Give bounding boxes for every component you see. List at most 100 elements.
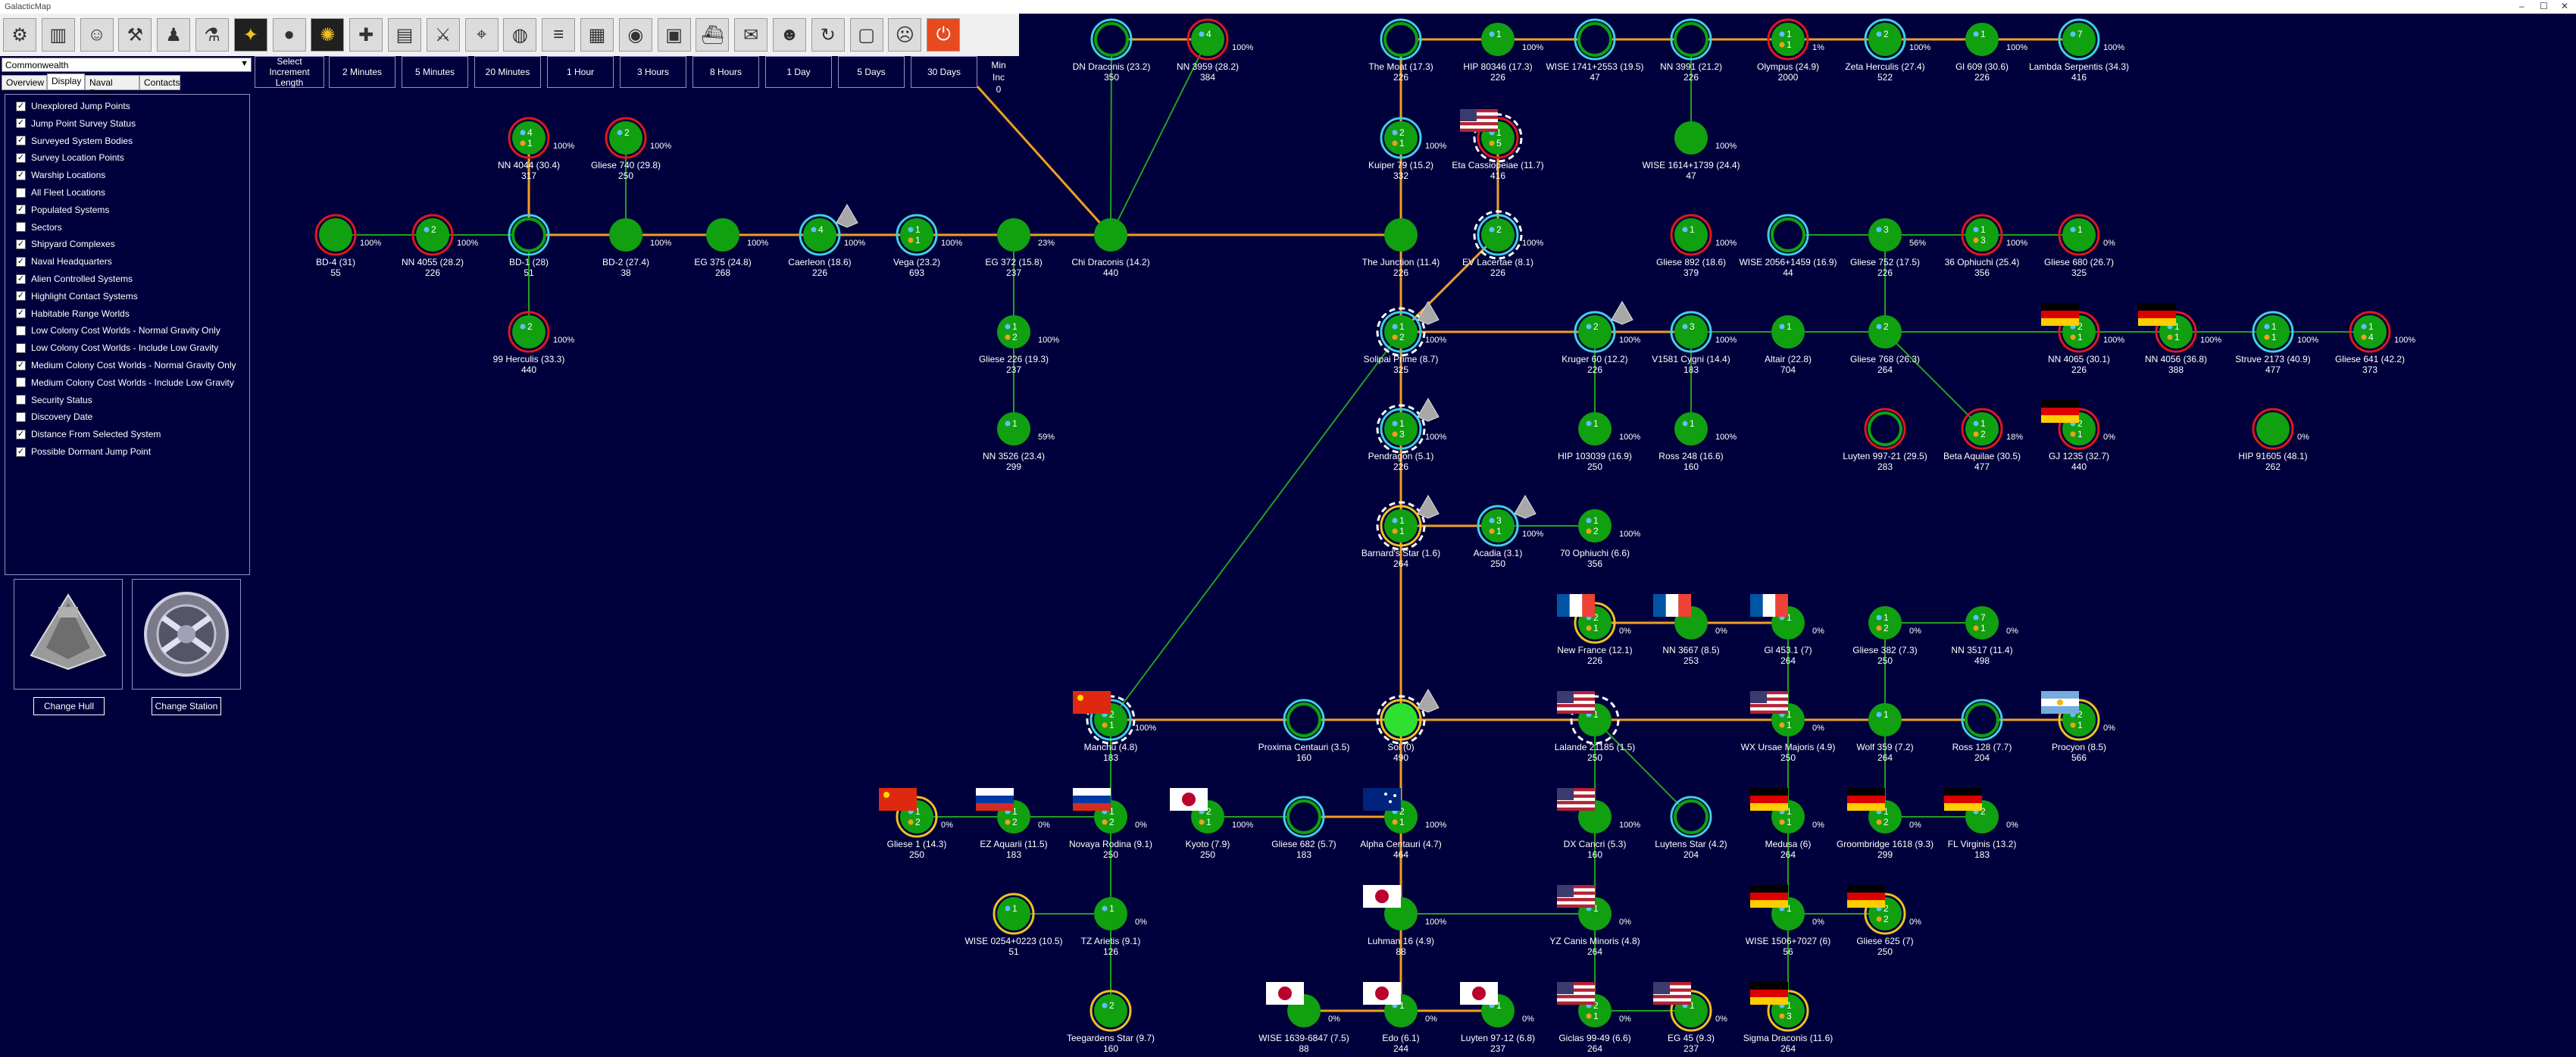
checkbox[interactable]: ✓	[16, 446, 26, 457]
increment-button[interactable]: 5 Days	[838, 56, 905, 88]
checkbox[interactable]: ✓	[16, 308, 26, 319]
events-icon[interactable]: ✉	[734, 18, 768, 52]
missile-icon[interactable]: ✦	[233, 18, 267, 52]
checkbox[interactable]	[16, 395, 26, 405]
increment-button[interactable]: 3 Hours	[620, 56, 686, 88]
checkbox[interactable]: ✓	[16, 429, 26, 439]
system-wise1614[interactable]: 100%WISE 1614+1739 (24.4)47	[1642, 121, 1740, 181]
checkbox[interactable]: ✓	[16, 360, 26, 371]
map-icon[interactable]: ▣	[657, 18, 691, 52]
checkbox[interactable]: ✓	[16, 118, 26, 129]
circle-icon[interactable]: ◉	[618, 18, 652, 52]
display-option[interactable]: Low Colony Cost Worlds - Include Low Gra…	[16, 341, 218, 355]
checkbox[interactable]: ✓	[16, 256, 26, 267]
display-option[interactable]: ✓Naval Headquarters	[16, 255, 112, 268]
checkbox[interactable]	[16, 342, 26, 353]
system-luhman16[interactable]: 100%Luhman 16 (4.9)88	[1363, 885, 1446, 957]
system-gliese752[interactable]: 356%Gliese 752 (17.5)226	[1850, 218, 1926, 278]
planet-icon[interactable]: ●	[272, 18, 306, 52]
system-wise1639[interactable]: 0%WISE 1639-6847 (7.5)88	[1258, 982, 1349, 1054]
commander-icon[interactable]: ♟	[157, 18, 191, 52]
union-jack-icon[interactable]: ✚	[349, 18, 383, 52]
checkbox[interactable]	[16, 325, 26, 336]
checkbox[interactable]: ✓	[16, 136, 26, 146]
system-tz-arietis[interactable]: 10%TZ Arietis (9.1)126	[1081, 897, 1147, 957]
tab-contacts[interactable]: Contacts	[139, 75, 180, 90]
system-wise1506[interactable]: 10%WISE 1506+7027 (6)56	[1746, 885, 1830, 957]
maximize-button[interactable]: ☐	[2540, 1, 2548, 11]
display-option[interactable]: Discovery Date	[16, 410, 92, 424]
system-eg372[interactable]: 23%EG 372 (15.8)237	[985, 218, 1055, 278]
display-option[interactable]: Medium Colony Cost Worlds - Include Low …	[16, 376, 234, 389]
checkbox[interactable]: ✓	[16, 205, 26, 215]
tab-display[interactable]: Display	[47, 73, 85, 90]
increment-button[interactable]: 30 Days	[911, 56, 977, 88]
globe-icon[interactable]: ◍	[503, 18, 537, 52]
display-option[interactable]: ✓Distance From Selected System	[16, 427, 161, 441]
shipyard-icon[interactable]: ▤	[388, 18, 421, 52]
system-the-moat[interactable]: The Moat (17.3)226	[1368, 18, 1433, 83]
tab-naval-forces[interactable]: Naval Forces	[85, 75, 139, 99]
system-edo[interactable]: 10%Edo (6.1)244	[1363, 982, 1437, 1054]
system-luyten9712[interactable]: 10%Luyten 97-12 (6.8)237	[1460, 982, 1535, 1054]
folder-icon[interactable]: ▦	[580, 18, 614, 52]
display-option[interactable]: ✓Shipyard Complexes	[16, 237, 115, 251]
chevron-down-icon[interactable]: ▼	[240, 59, 249, 68]
display-option[interactable]: Low Colony Cost Worlds - Normal Gravity …	[16, 324, 220, 337]
checkbox[interactable]	[16, 187, 26, 198]
population-icon[interactable]: ☺	[80, 18, 114, 52]
tab-overview[interactable]: Overview	[2, 75, 47, 90]
display-option[interactable]: ✓Warship Locations	[16, 168, 105, 182]
user-icon[interactable]: ☹	[888, 18, 922, 52]
increment-button[interactable]: 5 Minutes	[402, 56, 468, 88]
system-gliese682[interactable]: Gliese 682 (5.7)183	[1271, 796, 1336, 860]
display-option[interactable]: ✓Possible Dormant Jump Point	[16, 445, 151, 458]
survey-icon[interactable]: ⌖	[464, 18, 499, 52]
system-bd4[interactable]: 100%BD-4 (31)55	[314, 214, 381, 278]
display-option[interactable]: ✓Medium Colony Cost Worlds - Normal Grav…	[16, 358, 236, 372]
system-hip91605[interactable]: 0%HIP 91605 (48.1)262	[2238, 408, 2309, 472]
change-station-button[interactable]: Change Station	[152, 697, 221, 715]
close-button[interactable]: ✕	[2561, 1, 2569, 11]
display-option[interactable]: ✓Jump Point Survey Status	[16, 117, 136, 130]
display-option[interactable]: ✓Highlight Contact Systems	[16, 289, 138, 303]
system-nn3526[interactable]: 159%NN 3526 (23.4)299	[983, 412, 1055, 472]
checkbox[interactable]: ✓	[16, 152, 26, 163]
system-fl-virginis[interactable]: 20%FL Virginis (13.2)183	[1944, 788, 2018, 860]
system-gl4531[interactable]: 10%Gl 453.1 (7)264	[1750, 594, 1824, 666]
fleet-icon[interactable]: ⛴	[696, 18, 730, 52]
display-option[interactable]: ✓Alien Controlled Systems	[16, 272, 133, 286]
display-option[interactable]: All Fleet Locations	[16, 186, 105, 199]
industry-icon[interactable]: ⚒	[118, 18, 152, 52]
system-luytens-star[interactable]: Luytens Star (4.2)204	[1655, 796, 1727, 860]
system-chi-draconis[interactable]: Chi Draconis (14.2)440	[1071, 218, 1150, 278]
